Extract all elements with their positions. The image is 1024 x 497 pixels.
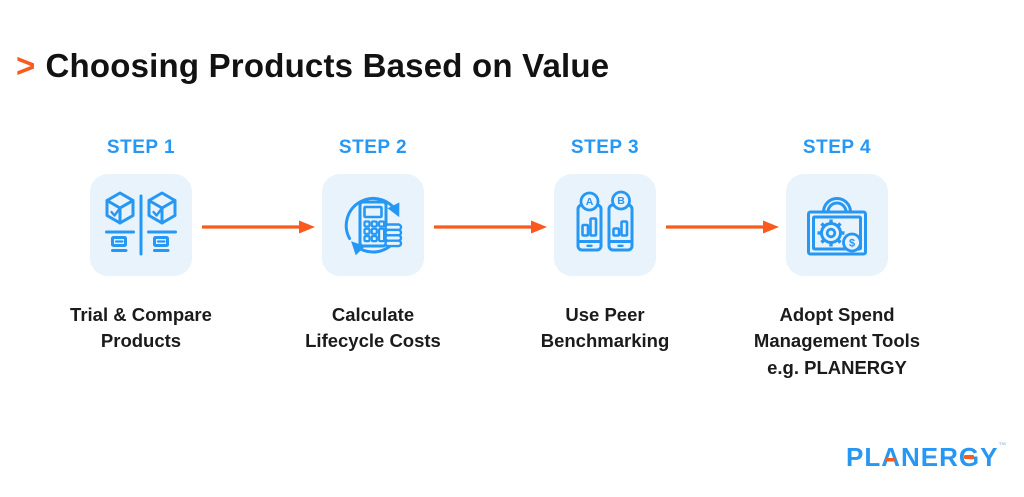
step-3-icon-box: A B bbox=[554, 174, 656, 276]
page-title-text: Choosing Products Based on Value bbox=[45, 47, 610, 84]
step-4-label: STEP 4 bbox=[802, 137, 872, 158]
benchmark-badge-a: A bbox=[586, 196, 594, 208]
compare-products-icon bbox=[105, 191, 177, 256]
step-2-caption: Calculate Lifecycle Costs bbox=[305, 304, 441, 352]
page-title: > Choosing Products Based on Value bbox=[16, 47, 609, 85]
planergy-logo-text: PLANERGY bbox=[846, 442, 999, 472]
flow-arrow-1 bbox=[202, 220, 315, 234]
benchmark-badge-b: B bbox=[617, 195, 625, 207]
step-column-4: STEP 4 $ bbox=[721, 137, 953, 381]
step-1-label: STEP 1 bbox=[106, 137, 176, 158]
flow-arrow-3 bbox=[666, 220, 779, 234]
step-column-1: STEP 1 Trial & Compare Products bbox=[25, 137, 257, 355]
spend-management-tools-icon: $ bbox=[807, 197, 867, 256]
title-bullet-chevron: > bbox=[16, 47, 36, 84]
flow-arrow-2 bbox=[434, 220, 547, 234]
planergy-logo: PLANERGY™ bbox=[846, 441, 1006, 473]
step-4-caption: Adopt Spend Management Tools e.g. PLANER… bbox=[753, 304, 921, 378]
step-2-icon-box bbox=[322, 174, 424, 276]
step-column-2: STEP 2 bbox=[257, 137, 489, 355]
step-1-caption: Trial & Compare Products bbox=[70, 304, 212, 352]
step-1-icon-box bbox=[90, 174, 192, 276]
coin-dollar-symbol: $ bbox=[849, 237, 855, 249]
step-3-label: STEP 3 bbox=[570, 137, 640, 158]
step-2-label: STEP 2 bbox=[338, 137, 408, 158]
step-3-caption: Use Peer Benchmarking bbox=[540, 304, 670, 352]
step-4-icon-box: $ bbox=[786, 174, 888, 276]
lifecycle-cost-calculator-icon bbox=[344, 196, 403, 256]
peer-benchmarking-icon: A B bbox=[576, 190, 634, 252]
trademark-symbol: ™ bbox=[998, 441, 1007, 450]
logo-g-accent bbox=[964, 455, 974, 459]
logo-a-accent bbox=[885, 457, 895, 462]
step-column-3: STEP 3 A B bbox=[489, 137, 721, 355]
